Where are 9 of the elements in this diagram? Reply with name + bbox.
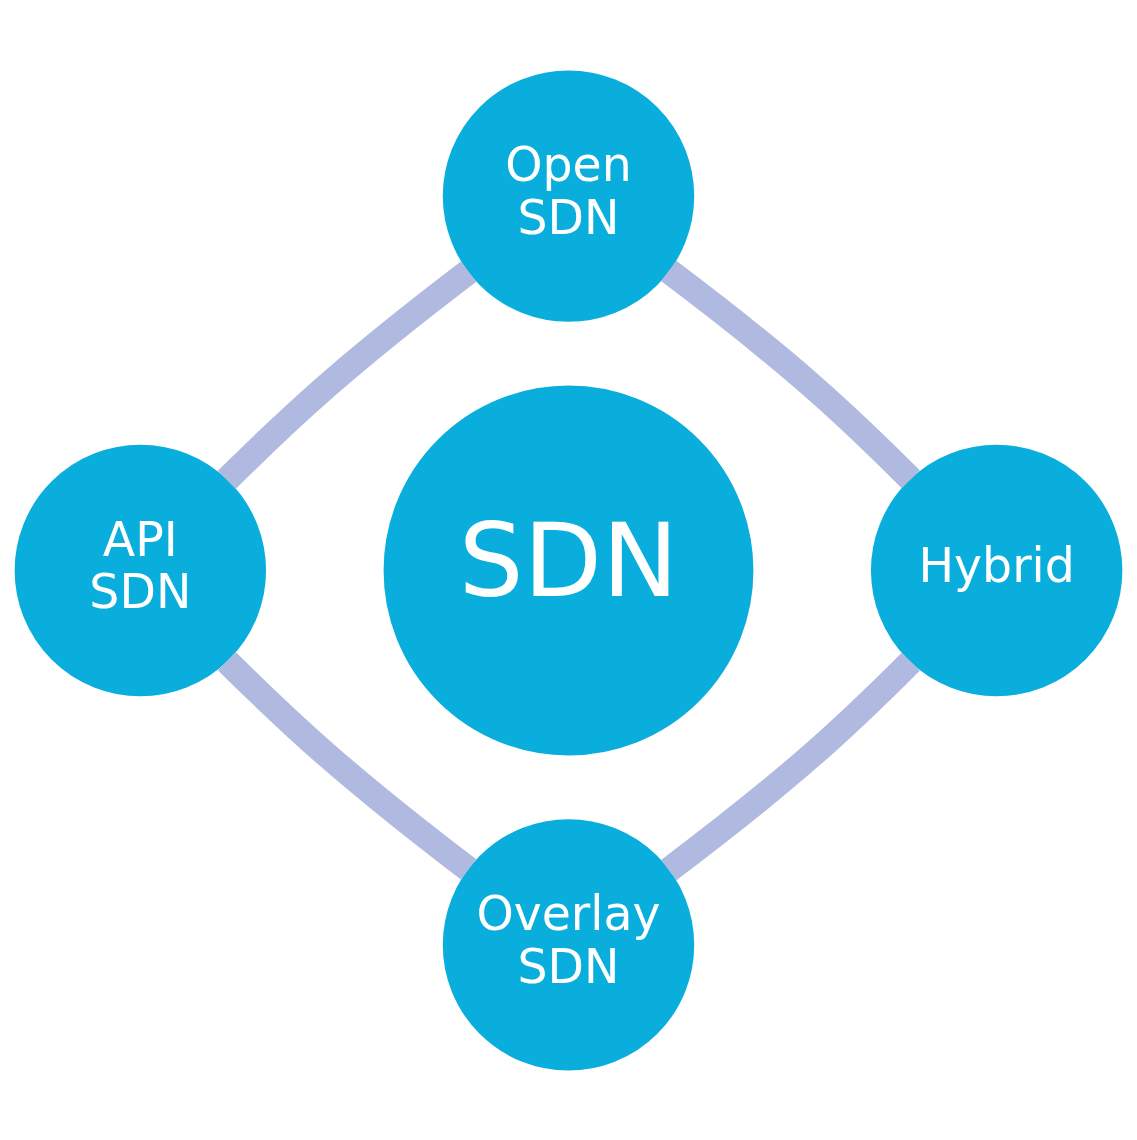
connector bbox=[217, 260, 477, 489]
connector bbox=[661, 652, 920, 880]
node-circle: API SDN bbox=[14, 444, 267, 696]
connector bbox=[217, 651, 477, 880]
node-circle: SDN bbox=[383, 385, 754, 755]
node-circle: Hybrid bbox=[870, 444, 1123, 696]
node-circle: Open SDN bbox=[442, 69, 695, 322]
node-circle: Overlay SDN bbox=[442, 818, 695, 1071]
connector bbox=[661, 260, 920, 488]
